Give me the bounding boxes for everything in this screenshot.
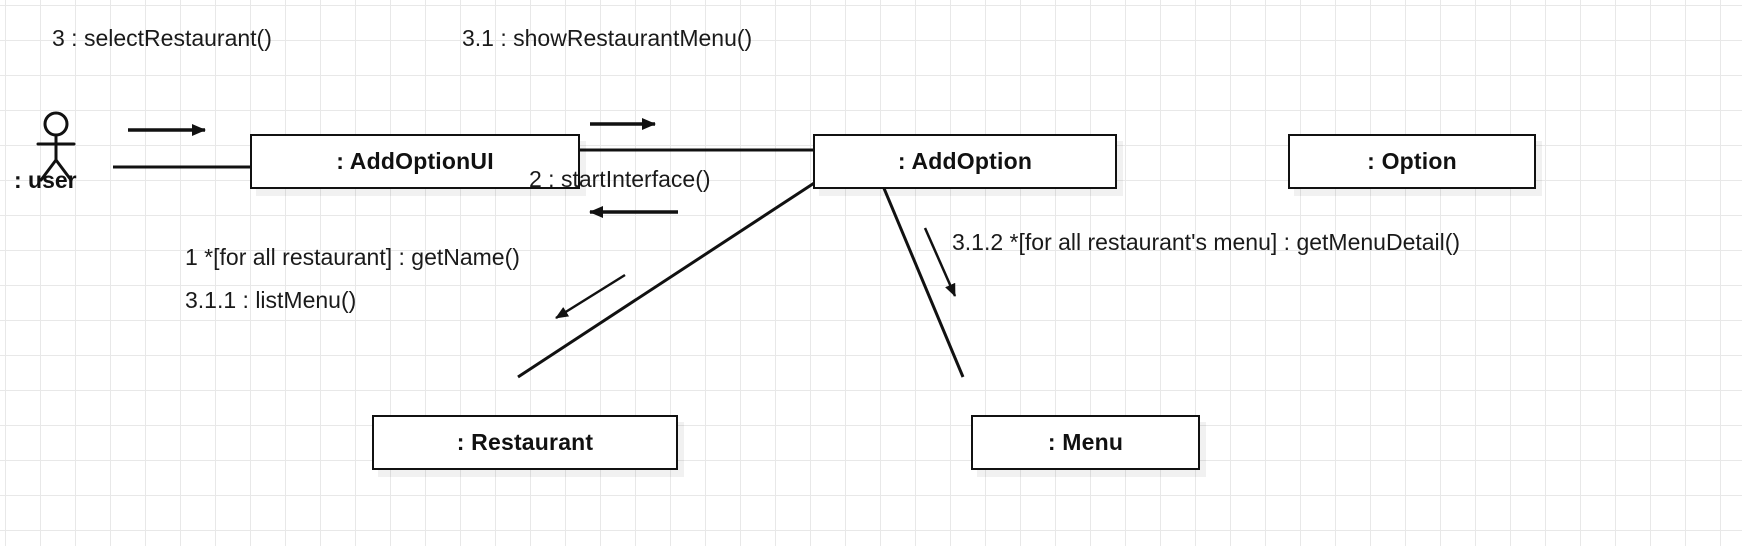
message-label-selectRestaurant: 3 : selectRestaurant() bbox=[52, 25, 272, 51]
object-box-addoption[interactable]: : AddOption bbox=[813, 134, 1117, 189]
object-box-menu[interactable]: : Menu bbox=[971, 415, 1200, 470]
message-label-listMenu: 3.1.1 : listMenu() bbox=[185, 287, 357, 313]
object-box-option[interactable]: : Option bbox=[1288, 134, 1536, 189]
object-label-addoption: : AddOption bbox=[897, 148, 1033, 174]
arrow-getName-listMenu bbox=[555, 273, 626, 320]
object-label-menu: : Menu bbox=[1047, 429, 1124, 455]
object-box-addoptionui[interactable]: : AddOptionUI bbox=[250, 134, 580, 189]
actor-label-user: : user bbox=[14, 167, 77, 193]
object-box-restaurant[interactable]: : Restaurant bbox=[372, 415, 678, 470]
object-label-option: : Option bbox=[1367, 148, 1457, 174]
link-addoption-restaurant bbox=[517, 172, 829, 379]
arrow-getMenuDetail bbox=[923, 227, 957, 297]
object-label-addoptionui: : AddOptionUI bbox=[336, 148, 494, 174]
message-label-getMenuDetail: 3.1.2 *[for all restaurant's menu] : get… bbox=[952, 229, 1461, 255]
message-label-startInterface: 2 : startInterface() bbox=[529, 166, 711, 192]
object-label-restaurant: : Restaurant bbox=[456, 429, 594, 455]
message-label-getName: 1 *[for all restaurant] : getName() bbox=[185, 244, 520, 270]
message-label-showRestaurantMenu: 3.1 : showRestaurantMenu() bbox=[462, 25, 753, 51]
link-addoption-menu bbox=[876, 173, 965, 378]
stick-figure-icon bbox=[36, 111, 76, 182]
